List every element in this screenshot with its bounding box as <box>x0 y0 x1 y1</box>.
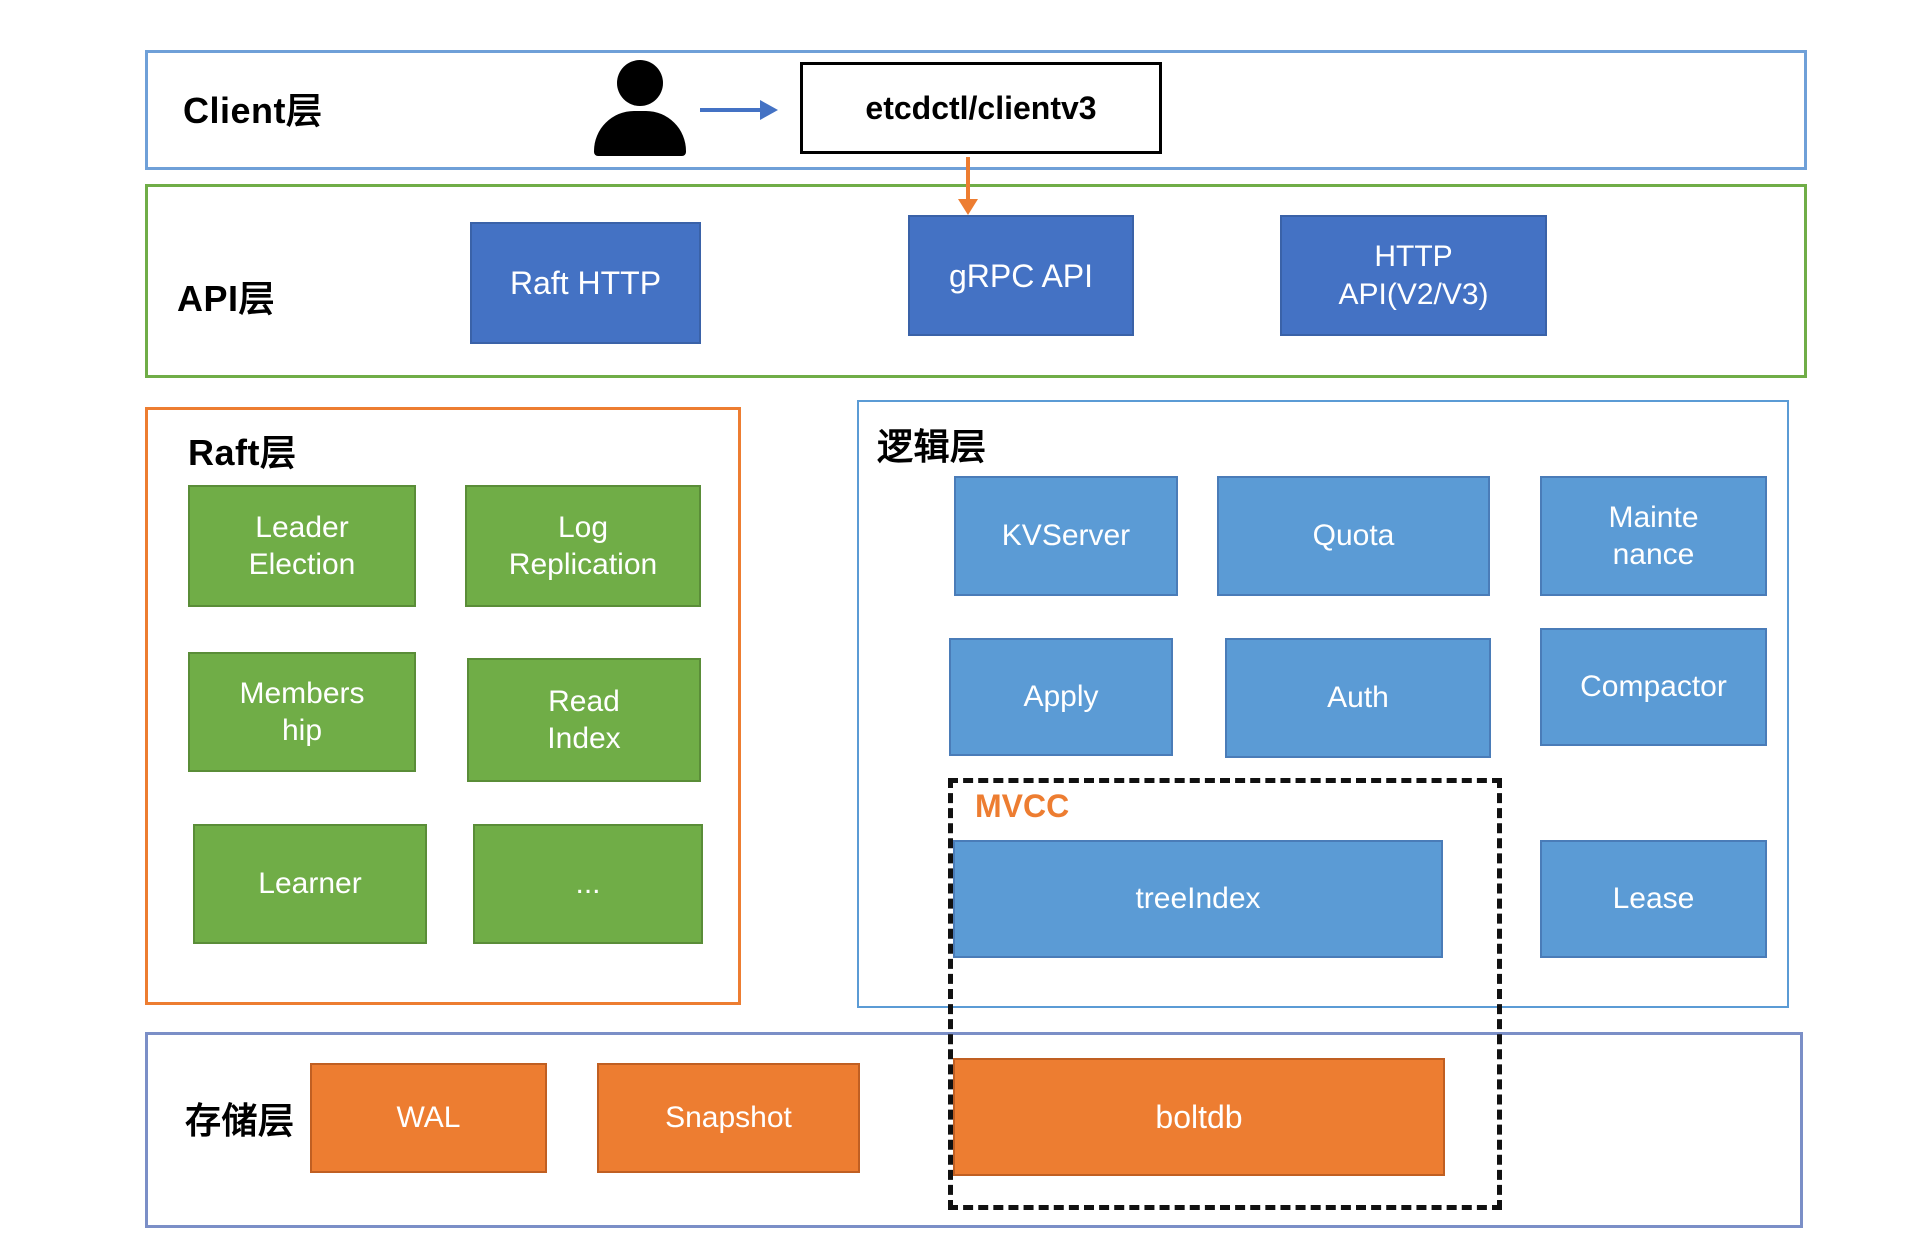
etcdctl-to-grpc-arrow <box>966 157 970 201</box>
storage-layer-label: 存储层 <box>185 1100 295 1141</box>
api-box-http-api-v2-v3: HTTP API(V2/V3) <box>1280 215 1547 336</box>
logic-box-auth: Auth <box>1225 638 1491 758</box>
client-to-etcdctl-arrow <box>700 108 762 112</box>
person-icon <box>617 60 663 106</box>
storage-box-boltdb: boltdb <box>953 1058 1445 1176</box>
etcdctl-clientv3-box: etcdctl/clientv3 <box>800 62 1162 154</box>
client-to-etcdctl-arrowhead <box>760 100 778 120</box>
raft-layer-label: Raft层 <box>188 432 297 473</box>
raft-box-read-index: Read Index <box>467 658 701 782</box>
mvcc-box-treeindex: treeIndex <box>953 840 1443 958</box>
logic-box-kvserver: KVServer <box>954 476 1178 596</box>
raft-box-leader-election: Leader Election <box>188 485 416 607</box>
client-layer-label: Client层 <box>183 90 323 131</box>
raft-box-ellipsis: ... <box>473 824 703 944</box>
api-layer-label: API层 <box>177 278 276 319</box>
logic-box-quota: Quota <box>1217 476 1490 596</box>
raft-box-membership: Members hip <box>188 652 416 772</box>
mvcc-label: MVCC <box>975 788 1070 824</box>
raft-box-log-replication: Log Replication <box>465 485 701 607</box>
logic-layer-label: 逻辑层 <box>877 426 987 467</box>
mvcc-dashed-group <box>948 778 1502 1210</box>
storage-box-wal: WAL <box>310 1063 547 1173</box>
logic-box-compactor: Compactor <box>1540 628 1767 746</box>
api-box-grpc-api: gRPC API <box>908 215 1134 336</box>
logic-box-apply: Apply <box>949 638 1173 756</box>
etcdctl-to-grpc-arrowhead <box>958 199 978 215</box>
raft-box-learner: Learner <box>193 824 427 944</box>
storage-box-snapshot: Snapshot <box>597 1063 860 1173</box>
logic-box-maintenance: Mainte nance <box>1540 476 1767 596</box>
logic-box-lease: Lease <box>1540 840 1767 958</box>
api-box-raft-http: Raft HTTP <box>470 222 701 344</box>
